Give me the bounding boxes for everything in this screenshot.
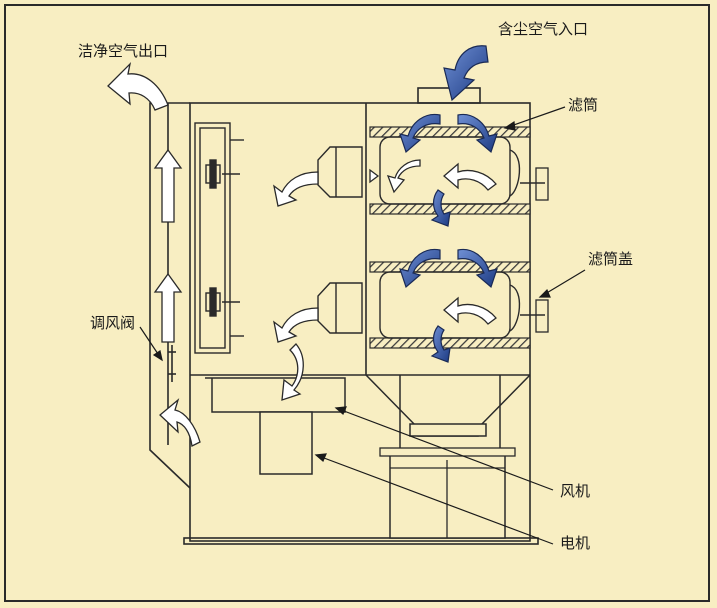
label-filter-cover: 滤筒盖 — [588, 250, 634, 268]
upper-swirl-bottom — [430, 189, 451, 227]
outlet-nozzles — [317, 146, 363, 334]
dust-bin — [379, 447, 516, 539]
upper-inner-arrow — [443, 162, 497, 191]
bottom-inlet-arrow — [159, 398, 201, 447]
label-dusty-air-inlet: 含尘空气入口 — [498, 20, 589, 38]
motor-body — [259, 411, 313, 475]
outlet-arrow — [107, 62, 169, 111]
lower-filter-cartridge — [369, 261, 549, 349]
dusty-air-flow-arrows — [399, 45, 498, 363]
lower-swirl-right — [457, 248, 498, 289]
lower-nozzle-arrow — [273, 307, 319, 343]
upper-outlet-tip — [369, 168, 380, 184]
label-damper: 调风阀 — [90, 314, 136, 332]
label-fan: 风机 — [560, 482, 591, 500]
up-arrow-1 — [153, 148, 183, 223]
base-plate — [183, 537, 539, 545]
inlet-arrow — [443, 45, 489, 102]
damper-blade — [168, 345, 176, 382]
upper-swirl-left — [399, 113, 441, 154]
clean-air-flow-arrows — [107, 62, 497, 447]
main-cabinet — [189, 102, 531, 542]
outlet-chimney — [149, 102, 191, 489]
upper-swirl-right — [457, 113, 498, 154]
label-motor: 电机 — [560, 534, 591, 552]
fan-housing — [205, 377, 346, 413]
lower-inner-arrow — [443, 296, 497, 325]
up-arrow-2 — [153, 272, 183, 343]
down-to-fan-arrow — [281, 343, 304, 401]
lower-swirl-bottom — [430, 325, 451, 363]
label-filter-cartridge: 滤筒 — [568, 96, 599, 114]
clean-air-panel — [194, 122, 244, 354]
outer-border — [4, 4, 710, 602]
upper-nozzle-arrow — [273, 171, 319, 207]
lower-swirl-left — [399, 248, 441, 289]
leader-lines — [139, 106, 586, 545]
label-clean-air-outlet: 洁净空气出口 — [78, 42, 169, 60]
upper-inner-left-arrow — [386, 159, 421, 194]
upper-filter-cartridge — [369, 126, 549, 215]
